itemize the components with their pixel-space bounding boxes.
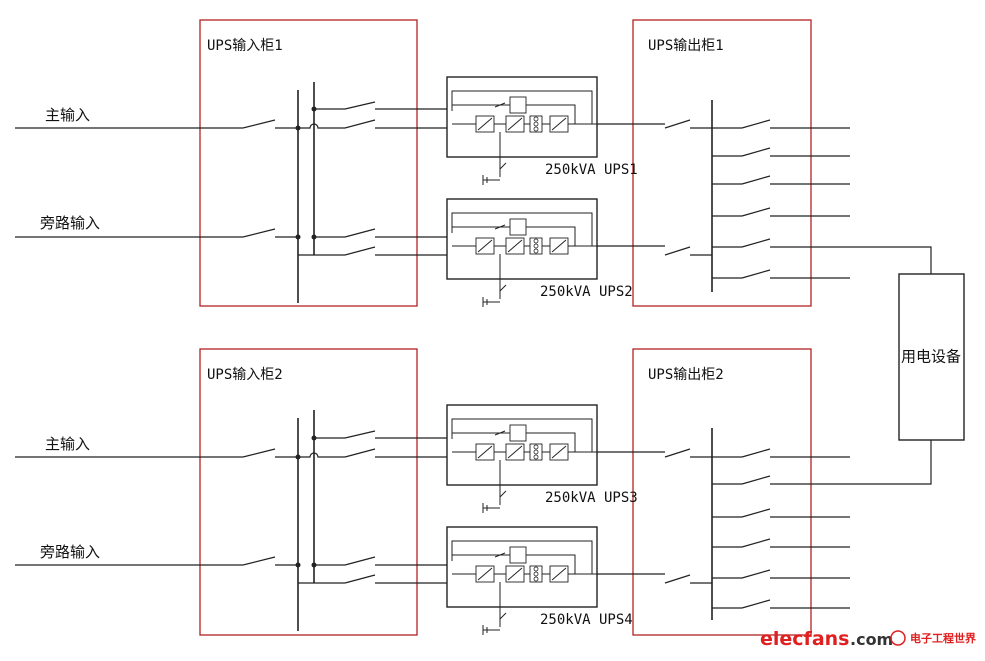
watermark-logo-icon xyxy=(890,630,906,646)
ups-label-2: 250kVA UPS2 xyxy=(540,284,633,300)
input-wiring-group-2 xyxy=(15,410,447,631)
ups-label-4: 250kVA UPS4 xyxy=(540,612,633,628)
ups-label-3: 250kVA UPS3 xyxy=(545,490,638,506)
output-wiring-2 xyxy=(664,428,850,620)
input-wiring-group-1 xyxy=(15,82,447,303)
input-cabinet-1 xyxy=(199,19,418,307)
watermark-domain: .com xyxy=(850,630,893,649)
output-cabinet-2 xyxy=(632,348,812,636)
load-equipment-label: 用电设备 xyxy=(901,348,961,366)
output-cabinet-1 xyxy=(632,19,812,307)
output-cabinet-2-label: UPS输出柜2 xyxy=(648,367,724,383)
input-cabinet-2 xyxy=(199,348,418,636)
watermark-brand: elecfans xyxy=(760,628,849,650)
ups-module-2: 250kVA UPS2 xyxy=(446,198,665,307)
ups-module-1: 250kVA UPS1 xyxy=(446,76,665,185)
load-feed-2 xyxy=(850,440,932,485)
output-cabinet-1-label: UPS输出柜1 xyxy=(648,38,724,54)
load-feed-1 xyxy=(850,246,932,274)
watermark-cn: 电子工程世界 xyxy=(910,631,976,645)
bypass-input-label-1: 旁路输入 xyxy=(40,214,100,232)
input-cabinet-1-label: UPS输入柜1 xyxy=(207,38,283,54)
ups-module-3: 250kVA UPS3 xyxy=(446,404,665,513)
output-wiring-1 xyxy=(664,100,850,292)
ups-module-4: 250kVA UPS4 xyxy=(446,526,665,635)
main-input-label-2: 主输入 xyxy=(45,435,90,453)
bypass-input-label-2: 旁路输入 xyxy=(40,543,100,561)
main-input-label-1: 主输入 xyxy=(45,106,90,124)
elecfans-watermark: elecfans .com 电子工程世界 xyxy=(760,628,976,650)
ups-label-1: 250kVA UPS1 xyxy=(545,162,638,178)
input-cabinet-2-label: UPS输入柜2 xyxy=(207,367,283,383)
